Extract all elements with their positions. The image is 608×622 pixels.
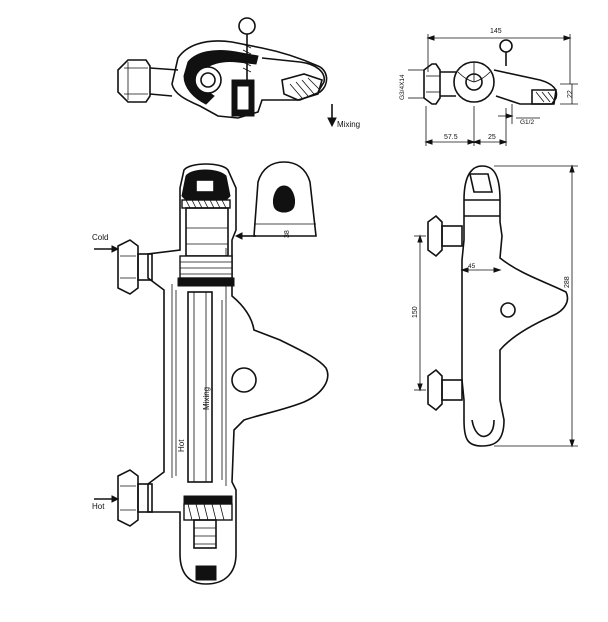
front-dimension-view: 150 45 288 — [412, 164, 578, 448]
hot-label-left: Hot — [92, 502, 105, 511]
width-38-label: 38 — [284, 230, 291, 238]
mixing-label-top: Mixing — [337, 120, 360, 129]
dim-45-label: 45 — [468, 263, 476, 270]
front-section-view: Cold Hot Hot Mixing — [92, 163, 329, 585]
dim-150-label: 150 — [412, 306, 419, 318]
mixing-label-vertical: Mixing — [202, 387, 211, 410]
dim-22-label: 22 — [567, 90, 574, 98]
dim-288-label: 288 — [564, 276, 571, 288]
top-right-dimension-view: 145 22 G3/4X14 G1/2 — [399, 28, 578, 146]
dim-145-label: 145 — [490, 28, 502, 35]
handle-detail: 38 — [253, 161, 317, 238]
dim-575-label: 57.5 — [444, 134, 458, 141]
dim-25-label: 25 — [488, 134, 496, 141]
top-side-section-view: Mixing — [117, 17, 360, 129]
thread-g34-label: G3/4X14 — [399, 74, 406, 100]
cold-label: Cold — [92, 233, 108, 242]
hot-label-vertical: Hot — [177, 439, 186, 452]
thread-g12-label: G1/2 — [520, 119, 534, 126]
